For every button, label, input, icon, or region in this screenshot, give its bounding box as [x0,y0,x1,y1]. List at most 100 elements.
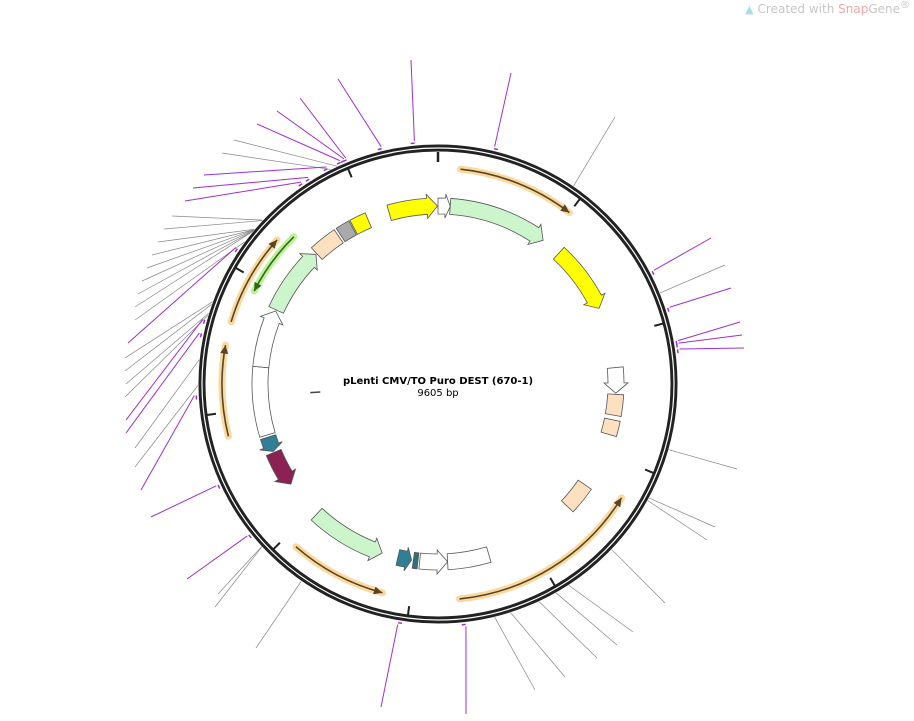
orf-indicator [250,233,298,295]
primer-site [651,237,712,276]
enzyme-leader-line [124,304,212,372]
enzyme-leader-line [141,230,254,282]
primer-leader-line [184,181,301,202]
primer-bind-mark [217,484,221,489]
feature-box [335,220,357,243]
feature-rsv-promoter [602,366,630,394]
enzyme-site [134,359,200,449]
primer-site [203,166,328,176]
primer-leader-line [125,318,204,421]
primer-site [299,97,347,163]
enzyme-site [124,301,213,359]
orf-line [460,168,570,214]
features-layer [251,193,630,576]
primer-leader-line [150,485,217,518]
orf-arrowhead-icon [220,345,229,355]
primer-site [186,534,252,580]
tick-mark [573,198,581,207]
enzyme-leader-line [649,497,716,528]
enzyme-leader-line [171,215,263,221]
enzyme-sites-layer [124,116,738,691]
feature-hiv-1- [600,417,621,438]
enzyme-site [573,116,616,187]
enzyme-leader-line [647,500,708,541]
feature-wpre [251,365,276,438]
feature-arrow-icon [259,434,283,452]
tick-mark [549,577,556,587]
orf-arrowhead-icon [560,204,570,213]
enzyme-site [568,584,634,633]
feature-attr1 [395,547,413,572]
enzyme-leader-line [611,549,666,604]
enzyme-leader-line [151,229,255,256]
enzyme-leader-line [125,313,209,385]
plasmid-length: 9605 bp [417,388,458,399]
primer-site [127,247,239,344]
feature-5-ltr-truncated- [604,393,625,417]
feature-3-ltr-u3- [310,229,344,261]
enzyme-site [137,230,254,295]
enzyme-site [157,228,255,243]
primer-leader-line [192,176,309,189]
primer-bind-mark [199,333,203,338]
enzyme-leader-line [217,546,262,595]
enzyme-leader-line [659,264,726,294]
primer-site [493,72,512,151]
feature-arrow-icon [418,548,449,576]
primer-leader-line [677,321,741,342]
primer-leader-line [337,78,382,147]
feature-cmv-promoter [418,548,449,576]
feature-arrow-icon [602,366,630,394]
primer-site [410,59,415,145]
enzyme-site [538,601,598,659]
enzyme-leader-line [573,116,616,187]
enzyme-site [611,549,666,604]
feature-sv40-ori [349,212,372,235]
enzyme-site [217,546,262,595]
enzyme-site [125,313,209,385]
primer-site [380,621,403,708]
enzyme-site [141,230,254,282]
feature-box [446,546,492,571]
feature-arrow-icon [395,547,413,572]
orf-indicator [218,341,232,440]
tick-mark [654,322,664,327]
feature-box [251,365,276,438]
enzyme-site [124,304,212,372]
feature-arrow-icon [252,310,284,369]
primer-leader-line [410,59,415,142]
primer-site [140,395,198,491]
enzyme-leader-line [538,601,598,659]
enzyme-site [124,315,209,398]
primer-bind-mark [305,178,310,182]
primer-bind-mark [323,168,328,172]
enzyme-leader-line [668,449,738,470]
primer-bind-mark [248,534,252,539]
feature-f1-ori [386,193,438,222]
enzyme-leader-line [157,228,255,243]
enzyme-leader-line [214,546,263,608]
tick-mark [206,412,217,416]
enzyme-site [134,241,245,321]
orf-line [295,546,383,594]
primer-leader-line [140,395,195,491]
enzyme-site [151,229,255,256]
feature-sv40-poly-a-signal [335,220,357,243]
enzyme-leader-line [146,229,255,269]
enzyme-site [163,220,263,230]
primer-leader-line [494,72,512,147]
feature-puror [268,253,318,314]
enzyme-leader-line [134,385,199,468]
plasmid-name: pLenti CMV/TO Puro DEST (670-1) [343,376,533,387]
orf-arrowhead-icon [268,239,278,249]
primer-bind-mark [342,159,347,163]
feature-arrow-icon [437,194,451,219]
feature-ori [552,246,606,309]
feature-arrow-icon [268,253,318,314]
primer-site [666,287,732,312]
primer-leader-line [256,123,341,162]
primer-leader-line [679,347,745,350]
enzyme-leader-line [233,139,338,167]
enzyme-leader-line [134,241,245,321]
